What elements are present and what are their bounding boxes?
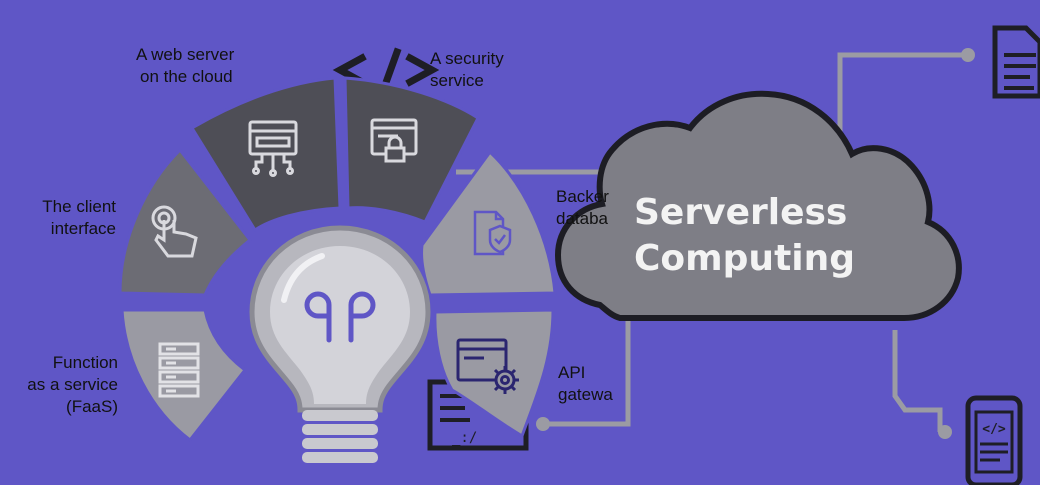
segment-backend (420, 149, 557, 297)
label-api: API gatewa (558, 362, 613, 406)
label-web-server-line1: A web server (136, 45, 235, 64)
label-faas-line2: as a service (27, 375, 118, 394)
mobile-code-icon: </> (965, 395, 1023, 485)
label-faas-line3: (FaaS) (66, 397, 118, 416)
label-web-server-line2: on the cloud (140, 67, 233, 86)
label-backend: Backer databa (556, 186, 609, 230)
label-client-line1: The client (42, 197, 116, 216)
label-client-line2: interface (50, 219, 116, 238)
svg-text:_:/: _:/ (452, 430, 477, 446)
touch-hand-icon (151, 205, 198, 258)
segment-faas (120, 308, 248, 443)
connector-dot-bottom (938, 425, 952, 439)
label-web-server: A web server on the cloud (136, 44, 234, 88)
cloud-title-line2: Computing (634, 238, 856, 279)
server-rack-icon (158, 342, 200, 398)
segment-client (118, 147, 253, 297)
label-security-line1: A security (430, 49, 504, 68)
cloud-title-line1: Serverless (634, 192, 848, 233)
server-network-icon (248, 120, 298, 177)
label-backend-line2: databa (556, 209, 608, 228)
document-icon (992, 25, 1040, 99)
label-api-line2: gatewa (558, 385, 613, 404)
segment-security (343, 76, 480, 224)
browser-lock-icon (370, 118, 418, 163)
svg-text:</>: </> (982, 422, 1006, 437)
cloud-shape (554, 90, 962, 321)
lightbulb-icon (249, 225, 431, 463)
label-backend-line1: Backer (556, 187, 609, 206)
label-faas: Function as a service (FaaS) (2, 352, 118, 418)
connector-dot-top (961, 48, 975, 62)
label-faas-line1: Function (52, 353, 118, 372)
label-security-line2: service (430, 71, 484, 90)
label-security: A security service (430, 48, 504, 92)
document-shield-icon (473, 210, 512, 256)
label-api-line1: API (558, 363, 586, 382)
label-client: The client interface (18, 196, 116, 240)
cloud-title: Serverless Computing (634, 190, 855, 282)
browser-gear-icon (456, 338, 519, 394)
connector-dot-api (536, 417, 550, 431)
